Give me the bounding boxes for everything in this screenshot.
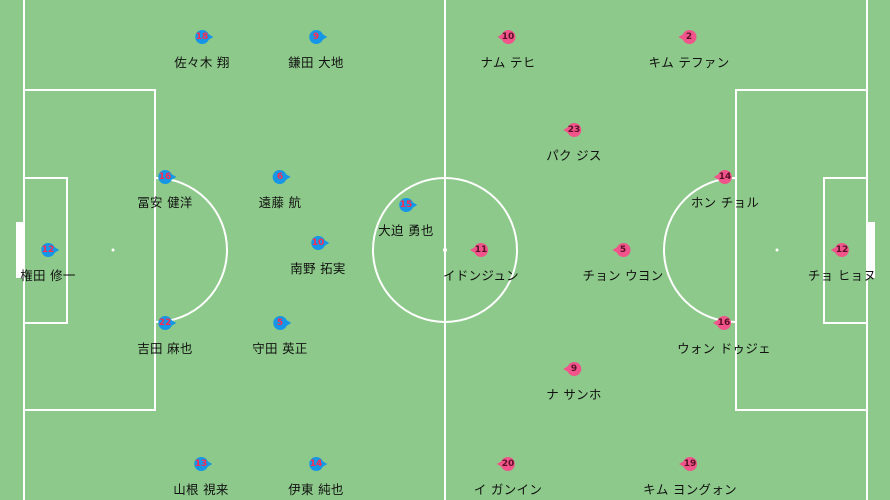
player-japan[interactable]: 12 権田 修一 [20, 243, 75, 284]
player-name: 守田 英正 [252, 341, 308, 356]
player-korea[interactable]: 5 チョン ウヨン [582, 243, 663, 284]
player-name: 遠藤 航 [258, 195, 302, 210]
player-number-marker: 2 [677, 30, 696, 44]
player-name: イドンジュン [443, 268, 519, 283]
player-number-marker: 9 [308, 30, 327, 44]
player-name: ウォン ドゥジェ [677, 341, 771, 356]
player-number-marker: 14 [308, 457, 327, 471]
player-name: キム テファン [648, 55, 730, 70]
player-japan[interactable]: 16 冨安 健洋 [137, 170, 192, 211]
player-name: イ ガンイン [473, 482, 543, 497]
player-number-marker: 18 [194, 30, 213, 44]
player-number-marker: 16 [157, 170, 176, 184]
player-japan[interactable]: 13 山根 視来 [173, 457, 228, 498]
player-number-marker: 11 [470, 243, 488, 257]
player-japan[interactable]: 14 伊東 純也 [288, 457, 343, 498]
player-japan[interactable]: 6 遠藤 航 [259, 170, 302, 211]
player-japan[interactable]: 22 吉田 麻也 [137, 316, 192, 357]
player-korea[interactable]: 2 キム テファン [648, 30, 729, 71]
player-name: 大迫 勇也 [378, 223, 434, 238]
player-number-marker: 13 [193, 457, 212, 471]
player-number-marker: 19 [679, 457, 697, 471]
player-korea[interactable]: 10 ナム テヒ [480, 30, 535, 71]
player-japan[interactable]: 9 鎌田 大地 [288, 30, 343, 71]
player-number-marker: 14 [714, 170, 732, 184]
player-name: 南野 拓実 [290, 261, 346, 276]
player-number-marker: 20 [497, 457, 515, 471]
right-goal [867, 222, 875, 278]
left-penalty-arc [154, 177, 228, 323]
player-number-marker: 12 [831, 243, 849, 257]
player-japan[interactable]: 15 大迫 勇也 [378, 198, 433, 239]
left-goal [16, 222, 24, 278]
right-penalty-arc [663, 177, 737, 323]
player-name: 山根 視来 [173, 482, 229, 497]
player-name: 吉田 麻也 [137, 341, 193, 356]
player-name: 権田 修一 [20, 268, 76, 283]
player-number-marker: 10 [496, 30, 515, 44]
player-name: チョ ヒョヌ [807, 268, 877, 283]
player-number-marker: 5 [611, 243, 630, 257]
player-korea[interactable]: 12 チョ ヒョヌ [808, 243, 876, 284]
player-number-marker: 10 [310, 236, 329, 250]
player-korea[interactable]: 11 イドンジュン [443, 243, 519, 284]
player-name: 冨安 健洋 [137, 195, 193, 210]
player-name: パク ジス [546, 148, 602, 163]
player-japan[interactable]: 18 佐々木 翔 [174, 30, 229, 71]
player-korea[interactable]: 19 キム ヨングォン [643, 457, 737, 498]
player-number-marker: 22 [157, 316, 176, 330]
player-name: 伊東 純也 [288, 482, 344, 497]
player-korea[interactable]: 14 ホン チョル [691, 170, 759, 211]
player-number-marker: 9 [562, 362, 581, 376]
player-name: 佐々木 翔 [174, 55, 230, 70]
player-number-marker: 23 [562, 123, 581, 137]
player-name: ホン チョル [690, 195, 760, 210]
player-japan[interactable]: 5 守田 英正 [252, 316, 307, 357]
player-name: 鎌田 大地 [288, 55, 344, 70]
center-circle [372, 177, 518, 323]
player-name: ナム テヒ [480, 55, 536, 70]
player-korea[interactable]: 23 パク ジス [546, 123, 601, 164]
right-penalty-spot [775, 248, 779, 252]
center-spot [443, 248, 447, 252]
player-korea[interactable]: 9 ナ サンホ [546, 362, 601, 403]
player-name: キム ヨングォン [643, 482, 737, 497]
player-number-marker: 16 [713, 316, 731, 330]
player-korea[interactable]: 20 イ ガンイン [474, 457, 542, 498]
left-penalty-spot [111, 248, 115, 252]
player-number-marker: 12 [40, 243, 59, 257]
player-name: チョン ウヨン [582, 268, 664, 283]
player-number-marker: 5 [272, 316, 291, 330]
player-number-marker: 15 [398, 198, 417, 212]
player-name: ナ サンホ [546, 387, 602, 402]
player-number-marker: 6 [273, 170, 291, 184]
player-korea[interactable]: 16 ウォン ドゥジェ [677, 316, 771, 357]
player-japan[interactable]: 10 南野 拓実 [290, 236, 345, 277]
